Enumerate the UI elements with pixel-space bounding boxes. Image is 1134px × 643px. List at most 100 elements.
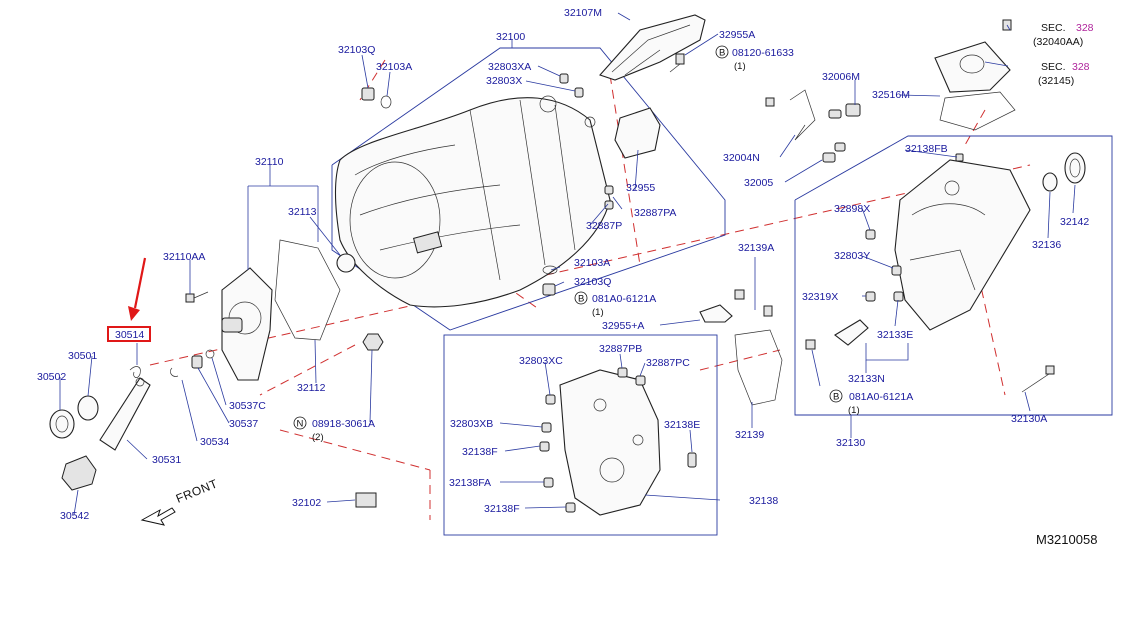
withdrawal-lever-30531 [99, 377, 151, 451]
label-32887PC: 32887PC [646, 357, 690, 369]
label-32138F-a: 32138F [462, 446, 498, 458]
label-32107M: 32107M [564, 7, 602, 19]
transmission-case-32100 [334, 95, 611, 308]
bolt-32110AA-icon [185, 291, 209, 303]
bracket-32004N [765, 89, 816, 141]
label-081A0-mid-qty: (1) [592, 307, 604, 318]
switch-32006M [828, 103, 861, 119]
label-32516M: 32516M [872, 89, 910, 101]
label-32803Y: 32803Y [834, 250, 870, 262]
label-32803XA: 32803XA [488, 61, 531, 73]
rear-small-parts [805, 153, 1055, 393]
bush-32136 [1042, 172, 1058, 192]
label-32138F-b: 32138F [484, 503, 520, 515]
label-32898X: 32898X [834, 203, 870, 215]
selector-assembly-32107M [599, 14, 706, 81]
label-30534: 30534 [200, 436, 229, 448]
label-32005: 32005 [744, 177, 773, 189]
label-32955plusA: 32955+A [602, 320, 644, 332]
label-32139A: 32139A [738, 242, 774, 254]
label-32004N: 32004N [723, 152, 760, 164]
boot-30542 [61, 455, 97, 491]
highlight-arrow [128, 257, 147, 321]
label-sec-2: SEC. [1041, 61, 1066, 73]
cover-32516M [934, 19, 1016, 131]
svg-text:B: B [833, 392, 839, 403]
drain-plug-32103Q-top [361, 87, 392, 109]
label-32803X-top: 32803X [486, 75, 522, 87]
label-08120-61633: 08120-61633 [732, 47, 794, 59]
label-32006M: 32006M [822, 71, 860, 83]
label-32955: 32955 [626, 182, 655, 194]
label-32130: 32130 [836, 437, 865, 449]
part-labels: 32107M 32955A 32100 32103Q 32103A 32803X… [37, 7, 1094, 522]
plugs-32138-group [539, 367, 697, 513]
drain-plug-32103-mid [542, 265, 558, 296]
leader-lines [59, 12, 1076, 516]
label-30537C: 30537C [229, 400, 266, 412]
label-32955A: 32955A [719, 29, 755, 41]
bearing-sleeve-30501 [77, 395, 99, 421]
label-32139: 32139 [735, 429, 764, 441]
label-30531: 30531 [152, 454, 181, 466]
label-08918-qty: (2) [312, 432, 324, 443]
label-32887P: 32887P [586, 220, 622, 232]
label-30502: 30502 [37, 371, 66, 383]
label-32136: 32136 [1032, 239, 1061, 251]
label-32102: 32102 [292, 497, 321, 509]
label-32887PA: 32887PA [634, 207, 676, 219]
label-30542: 30542 [60, 510, 89, 522]
label-32138E: 32138E [664, 419, 700, 431]
gasket-32139 [734, 329, 783, 406]
bolt-marker-B-right: B [829, 389, 843, 403]
label-30514: 30514 [115, 329, 144, 341]
label-32130A: 32130A [1011, 413, 1047, 425]
bracket-32955plusA [699, 289, 773, 323]
label-sec-1-sub: (32040AA) [1033, 36, 1083, 48]
bolt-32955A-icon [669, 53, 685, 73]
front-arrow-icon [140, 507, 176, 526]
label-sec-2-sub: (32145) [1038, 75, 1074, 87]
label-081A0-right-qty: (1) [848, 405, 860, 416]
label-32142: 32142 [1060, 216, 1089, 228]
label-32133E: 32133E [877, 329, 913, 341]
clutch-housing-32110 [221, 267, 273, 381]
pivot-30537 [170, 349, 215, 377]
diagram-reference-code: M3210058 [1036, 532, 1097, 547]
label-32103A-top: 32103A [376, 61, 412, 73]
highlight-box-30514 [107, 326, 151, 342]
plugs-32887P [604, 185, 614, 210]
spring-30514 [129, 366, 141, 378]
label-30537: 30537 [229, 418, 258, 430]
label-30501: 30501 [68, 350, 97, 362]
label-32803XB: 32803XB [450, 418, 493, 430]
bolt-marker-B-mid: B [574, 291, 588, 305]
nut-08918 [362, 333, 384, 351]
seal-32142 [1064, 152, 1086, 184]
block-32102 [355, 492, 377, 508]
release-bearing-30502 [49, 409, 75, 439]
label-32138: 32138 [749, 495, 778, 507]
svg-text:B: B [578, 294, 584, 305]
adapter-plate-32138 [559, 369, 661, 516]
label-32110: 32110 [255, 156, 284, 168]
label-32100: 32100 [496, 31, 525, 43]
nut-marker-N: N [293, 416, 307, 430]
bolt-marker-B-top: B [715, 45, 729, 59]
label-32319X: 32319X [802, 291, 838, 303]
label-sec-1: SEC. [1041, 22, 1066, 34]
switch-32005 [822, 142, 846, 163]
label-sec-2-num: 328 [1072, 61, 1090, 73]
label-32103A-mid: 32103A [574, 257, 610, 269]
svg-text:B: B [719, 48, 725, 59]
svg-text:N: N [297, 419, 304, 430]
label-08918-3061A: 08918-3061A [312, 418, 375, 430]
gasket-32112 [274, 239, 341, 341]
label-32103Q-top: 32103Q [338, 44, 375, 56]
label-08120-qty: (1) [734, 61, 746, 72]
label-32133N: 32133N [848, 373, 885, 385]
label-sec-1-num: 328 [1076, 22, 1094, 34]
label-32887PB: 32887PB [599, 343, 642, 355]
label-32112: 32112 [297, 382, 326, 394]
